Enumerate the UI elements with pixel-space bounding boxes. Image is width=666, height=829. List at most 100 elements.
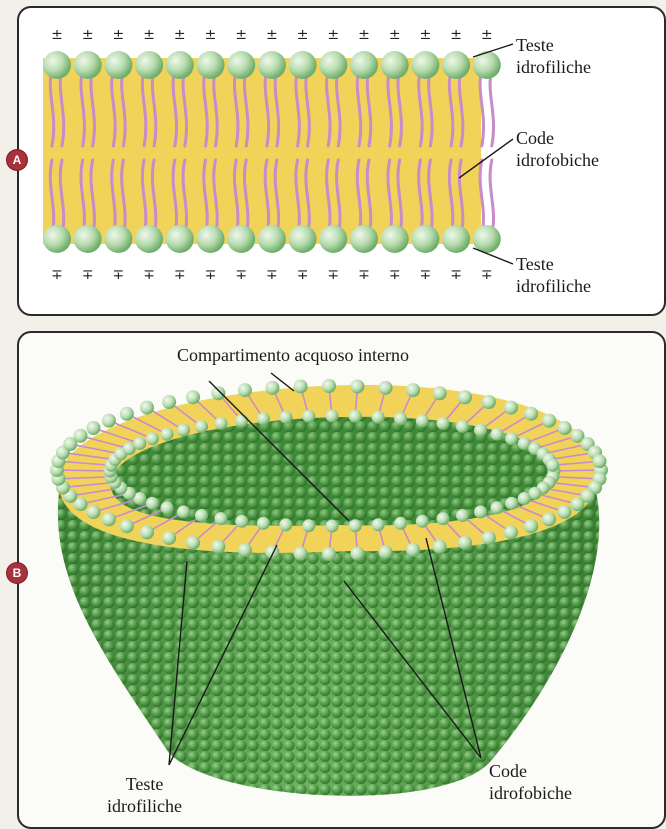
rim-inner-head [416,414,429,427]
hydrophilic-head-bottom [227,225,255,253]
rim-inner-head [518,492,531,505]
rim-inner-head [349,519,362,532]
rim-outer-head [86,505,100,519]
hydrophilic-head-bottom [411,225,439,253]
rim-outer-head [570,497,584,511]
rim-inner-head [326,520,339,533]
rim-outer-head [504,525,518,539]
charge-symbol-top: ± [113,27,125,43]
label-bottom-hydrophilic-heads: Teste idrofiliche [516,253,591,297]
label-top-heads-line2: idrofiliche [516,56,591,78]
charge-symbol-top: ± [327,27,339,43]
hydrophilic-head-bottom [197,225,225,253]
label-tails-line2: idrofobiche [516,149,599,171]
hydrophilic-head-bottom [289,225,317,253]
panel-a-bilayer: ±∓±∓±∓±∓±∓±∓±∓±∓±∓±∓±∓±∓±∓±∓±∓ Teste idr… [17,6,666,316]
rim-outer-head [162,531,176,545]
label-tails-b-line1: Code [489,760,572,782]
label-top-heads-line1: Teste [516,34,591,56]
rim-inner-head [257,517,270,530]
hydrophilic-head-top [104,51,132,79]
hydrophilic-head-top [43,51,71,79]
rim-inner-head [215,417,228,430]
rim-inner-head [302,410,315,423]
rim-inner-head [474,424,487,437]
rim-outer-head [379,545,393,559]
rim-outer-head [504,401,518,415]
rim-outer-head [322,547,336,561]
rim-outer-head [294,379,308,393]
charge-symbol-top: ± [450,27,462,43]
charge-symbol-top: ± [297,27,309,43]
hydrophilic-head-top [411,51,439,79]
rim-outer-head [558,505,572,519]
label-hydrophobic-tails: Code idrofobiche [516,127,599,171]
charge-symbol-bottom: ∓ [297,267,309,283]
label-hydrophobic-tails-b: Code idrofobiche [489,760,572,804]
rim-outer-head [524,407,538,421]
rim-inner-head [146,432,159,445]
rim-inner-head [437,417,450,430]
charge-symbol-bottom: ∓ [205,267,217,283]
rim-outer-head [162,395,176,409]
rim-inner-head [161,428,174,441]
charge-symbol-top: ± [358,27,370,43]
vesicle-diagram [19,333,664,827]
badge-b: B [7,563,27,583]
rim-inner-head [215,512,228,525]
charge-symbol-top: ± [389,27,401,43]
rim-outer-head [379,381,393,395]
label-bottom-heads-line1: Teste [516,253,591,275]
charge-symbol-top: ± [420,27,432,43]
rim-outer-head [120,407,134,421]
label-hydrophilic-heads: Teste idrofiliche [107,773,182,817]
hydrophilic-head-top [258,51,286,79]
charge-symbol-top: ± [266,27,278,43]
hydrophilic-head-bottom [442,225,470,253]
rim-outer-head [524,519,538,533]
hydrophilic-head-top [166,51,194,79]
rim-outer-head [558,421,572,435]
rim-outer-head [86,421,100,435]
rim-inner-head [437,512,450,525]
hydrophilic-head-top [135,51,163,79]
charge-symbol-bottom: ∓ [235,267,247,283]
hydrophilic-head-top [289,51,317,79]
charge-symbol-bottom: ∓ [266,267,278,283]
rim-inner-head [177,424,190,437]
rim-outer-head [238,383,252,397]
rim-inner-head [505,497,518,510]
rim-inner-head [195,420,208,433]
rim-inner-head [490,501,503,514]
hydrophilic-head-bottom [473,225,501,253]
rim-inner-head [235,515,248,528]
charge-symbol-bottom: ∓ [389,267,401,283]
rim-outer-head [265,381,279,395]
hydrophilic-head-bottom [135,225,163,253]
hydrophilic-head-top [442,51,470,79]
rim-outer-head [140,401,154,415]
hydrophilic-head-bottom [258,225,286,253]
rim-inner-head [456,509,469,522]
rim-outer-head [120,519,134,533]
rim-outer-head [140,525,154,539]
label-top-hydrophilic-heads: Teste idrofiliche [516,34,591,78]
charge-symbol-top: ± [205,27,217,43]
charge-symbol-bottom: ∓ [174,267,186,283]
charge-symbol-bottom: ∓ [113,267,125,283]
hydrophilic-head-bottom [350,225,378,253]
rim-inner-head [416,515,429,528]
rim-inner-head [177,505,190,518]
rim-inner-head [279,411,292,424]
hydrophilic-head-top [197,51,225,79]
rim-inner-head [394,412,407,425]
rim-outer-head [406,543,420,557]
label-bottom-heads-line2: idrofiliche [516,275,591,297]
rim-outer-head [458,390,472,404]
rim-inner-head [372,518,385,531]
rim-outer-head [102,414,116,428]
lipid-tail-top [490,70,493,146]
panel-b-vesicle: Compartimento acquoso interno Teste idro… [17,331,666,829]
rim-inner-head [235,414,248,427]
rim-outer-head [211,386,225,400]
